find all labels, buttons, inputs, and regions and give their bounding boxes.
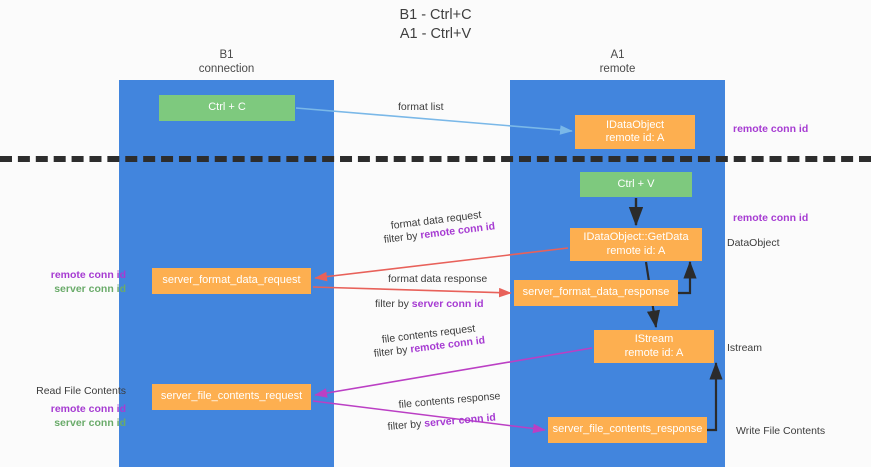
- label-format-data-response-filter-prefix: filter by: [375, 298, 412, 310]
- box-istream-sub: remote id: A: [624, 346, 684, 359]
- annotation-left-remote-conn-id: remote conn id: [50, 269, 126, 281]
- annotation-istream-text: Istream: [727, 342, 763, 354]
- annotation-remote-conn-id-top-text: remote conn id: [733, 123, 809, 135]
- label-format-data-response-filter-key: server conn id: [411, 298, 484, 310]
- annotation-left-server-conn-id: server conn id: [54, 283, 126, 295]
- label-file-contents-response-filter-prefix: filter by: [387, 417, 425, 433]
- label-format-data-response: format data response: [388, 273, 488, 285]
- box-server-format-data-request[interactable]: server_format_data_request: [152, 268, 311, 294]
- box-ctrl-c-label: Ctrl + C: [208, 101, 246, 114]
- lane-header-a1-sub: remote: [599, 63, 636, 75]
- box-idataobject-sub: remote id: A: [605, 132, 665, 144]
- box-ctrl-v[interactable]: Ctrl + V: [580, 172, 692, 197]
- label-format-data-request-filter-prefix: filter by: [383, 229, 422, 246]
- page-title: B1 - Ctrl+C A1 - Ctrl+V: [0, 6, 871, 44]
- box-ctrl-v-label: Ctrl + V: [617, 177, 655, 190]
- box-server-file-contents-response[interactable]: server_file_contents_response: [548, 417, 707, 443]
- annotation-read-file-contents: Read File Contents: [36, 385, 126, 397]
- lane-header-b1: B1 connection: [119, 48, 334, 76]
- label-file-contents-response: file contents response: [398, 390, 501, 411]
- box-idataobject-label: IDataObject: [605, 118, 665, 131]
- annotation-dataobject: DataObject: [727, 236, 780, 250]
- annotation-conn-ids-format: remote conn id server conn id: [22, 268, 126, 296]
- label-file-contents-request-filter-prefix: filter by: [373, 343, 412, 360]
- label-format-list: format list: [398, 101, 444, 113]
- title-line-1: B1 - Ctrl+C: [399, 7, 472, 23]
- label-format-data-response-filter: filter by server conn id: [375, 297, 484, 312]
- annotation-istream: Istream: [727, 341, 762, 355]
- section-divider: [0, 156, 871, 162]
- box-server-file-contents-request[interactable]: server_file_contents_request: [152, 384, 311, 410]
- box-server-file-contents-request-label: server_file_contents_request: [160, 390, 303, 403]
- label-file-contents-response-filter-key: server conn id: [423, 411, 497, 430]
- box-server-file-contents-response-label: server_file_contents_response: [552, 423, 703, 436]
- annotation-remote-conn-id-mid-text: remote conn id: [733, 212, 809, 224]
- box-ctrl-c[interactable]: Ctrl + C: [159, 95, 295, 121]
- lane-header-a1-name: A1: [610, 49, 625, 61]
- title-line-2: A1 - Ctrl+V: [399, 26, 472, 42]
- annotation-remote-conn-id-top: remote conn id: [733, 122, 808, 136]
- annotation-remote-conn-id-mid: remote conn id: [733, 211, 808, 225]
- annotation-left-server-conn-id-2: server conn id: [54, 417, 126, 429]
- box-server-format-data-request-label: server_format_data_request: [162, 274, 301, 287]
- box-server-format-data-response-label: server_format_data_response: [522, 286, 670, 299]
- lane-header-a1: A1 remote: [510, 48, 725, 76]
- annotation-write-file-contents: Write File Contents: [736, 424, 825, 438]
- box-istream-label: IStream: [634, 333, 674, 345]
- lane-header-b1-name: B1: [219, 49, 234, 61]
- box-idataobject[interactable]: IDataObject remote id: A: [575, 115, 695, 149]
- label-file-contents-response-filter: filter by server conn id: [387, 411, 496, 435]
- annotation-write-file-contents-text: Write File Contents: [736, 425, 826, 437]
- annotation-left-remote-conn-id-2: remote conn id: [50, 403, 126, 415]
- box-getdata-sub: remote id: A: [606, 244, 666, 257]
- box-server-format-data-response[interactable]: server_format_data_response: [514, 280, 678, 306]
- box-idataobject-getdata[interactable]: IDataObject::GetData remote id: A: [570, 228, 702, 261]
- box-istream[interactable]: IStream remote id: A: [594, 330, 714, 363]
- lane-header-b1-sub: connection: [198, 63, 255, 75]
- box-getdata-label: IDataObject::GetData: [583, 231, 689, 243]
- annotation-dataobject-text: DataObject: [727, 237, 780, 249]
- annotation-read-file-contents-group: Read File Contents remote conn id server…: [22, 384, 126, 430]
